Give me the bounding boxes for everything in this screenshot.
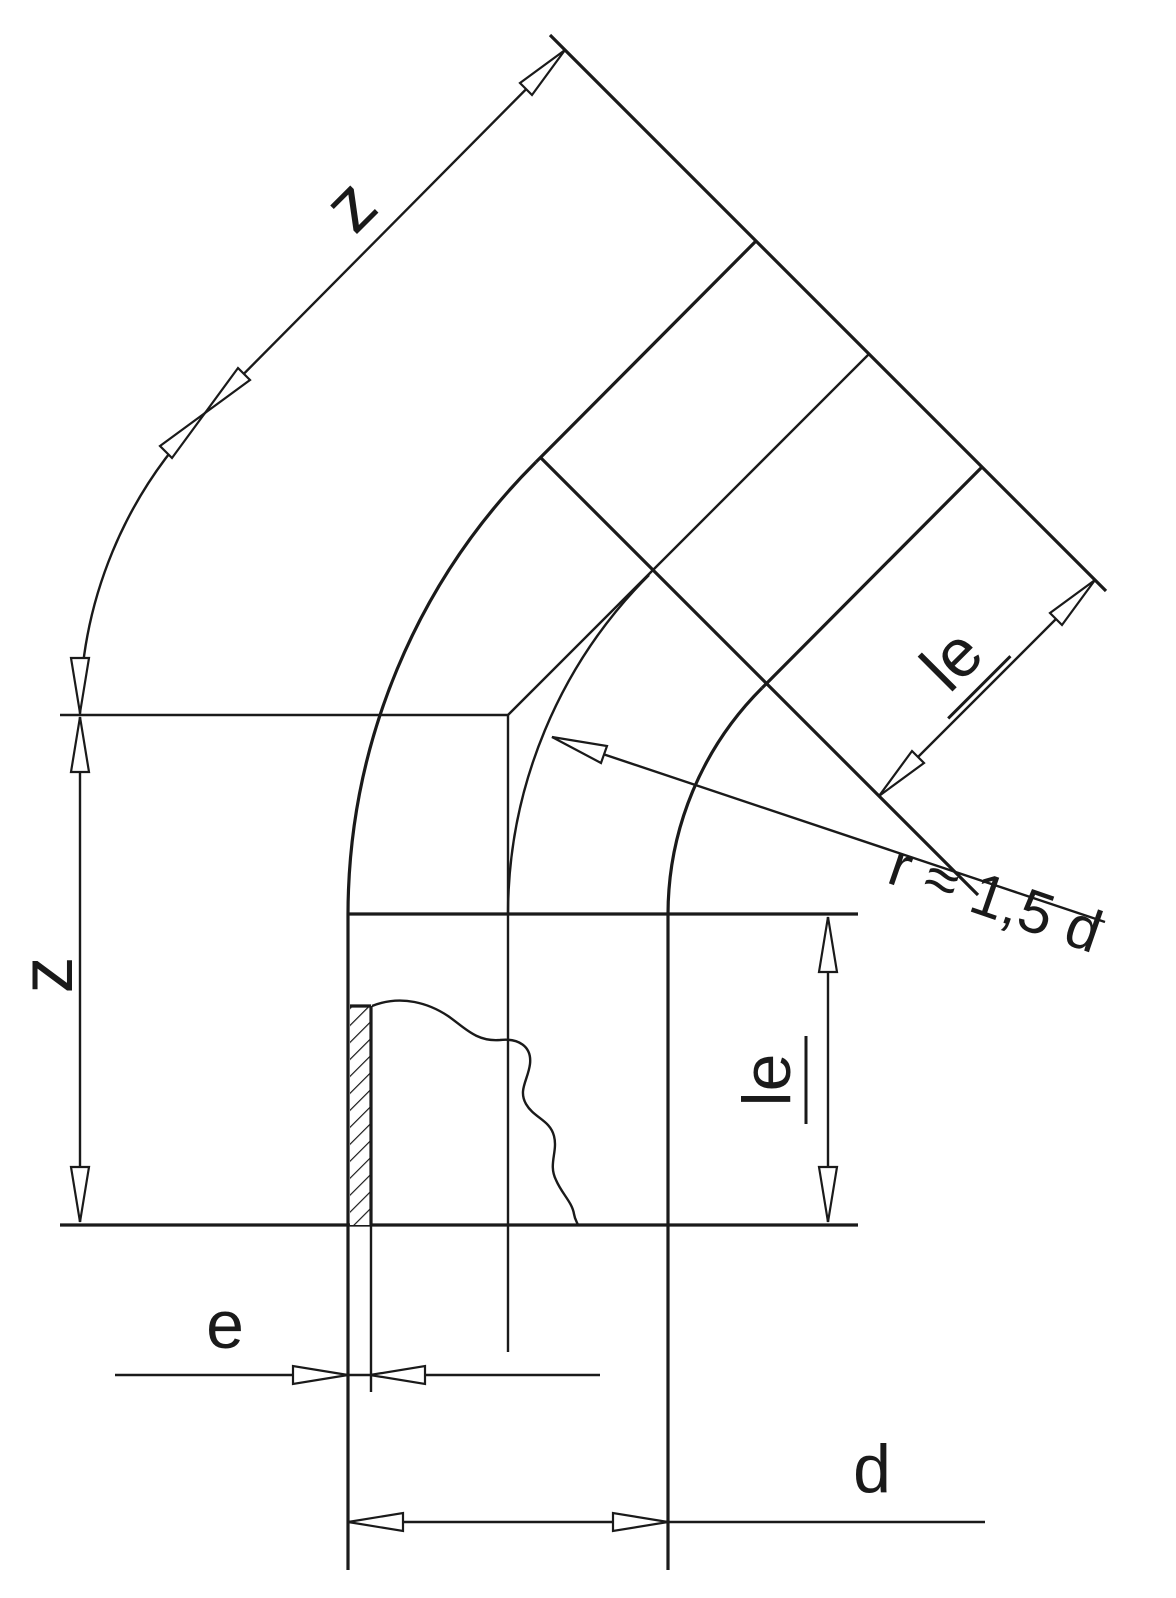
end-face-line bbox=[548, 33, 1108, 593]
diagonal-centerline bbox=[507, 353, 870, 716]
wall-hatch bbox=[350, 1006, 371, 1225]
arrow-d-right bbox=[611, 1511, 669, 1533]
break-line bbox=[371, 999, 580, 1226]
bend-outer-arc bbox=[346, 460, 538, 915]
radius-leader-line bbox=[551, 735, 1106, 924]
arrow-z-diagonal-top bbox=[518, 49, 566, 97]
branch-inner-edge bbox=[760, 465, 984, 690]
wall-section bbox=[350, 999, 580, 1226]
bend-inner-arc bbox=[666, 686, 764, 915]
arrow-d-left bbox=[347, 1511, 405, 1533]
arrow-le-diagonal-top bbox=[1048, 579, 1096, 627]
label-d: d bbox=[853, 1431, 891, 1507]
label-le-diagonal-underline bbox=[947, 655, 1012, 720]
arrow-radius-leader bbox=[551, 735, 609, 765]
arrow-e-right bbox=[369, 1364, 427, 1386]
arrow-arc-upper-end bbox=[158, 412, 206, 460]
centerlines bbox=[60, 353, 870, 1352]
arrow-z-diagonal-bottom bbox=[204, 366, 252, 414]
arrow-e-left bbox=[291, 1364, 349, 1386]
dim-z-diagonal-line bbox=[204, 49, 566, 414]
arrowheads bbox=[69, 49, 1096, 1533]
arrow-le-vertical-top bbox=[817, 916, 839, 974]
bend-centerline-arc bbox=[506, 574, 650, 915]
arrow-z-vertical-bottom bbox=[69, 1165, 91, 1223]
branch-outer-edge bbox=[534, 239, 758, 464]
label-le-vertical: le bbox=[729, 1054, 805, 1107]
label-e: e bbox=[206, 1287, 244, 1363]
pipe-outline bbox=[60, 33, 1108, 1570]
branch-socket-plane-line bbox=[538, 455, 980, 897]
arrow-arc-lower-end bbox=[69, 656, 91, 714]
arrow-le-vertical-bottom bbox=[817, 1165, 839, 1223]
arrow-z-vertical-top bbox=[69, 716, 91, 774]
label-z-vertical: z bbox=[5, 957, 88, 994]
arrow-le-diagonal-bottom bbox=[878, 749, 926, 797]
